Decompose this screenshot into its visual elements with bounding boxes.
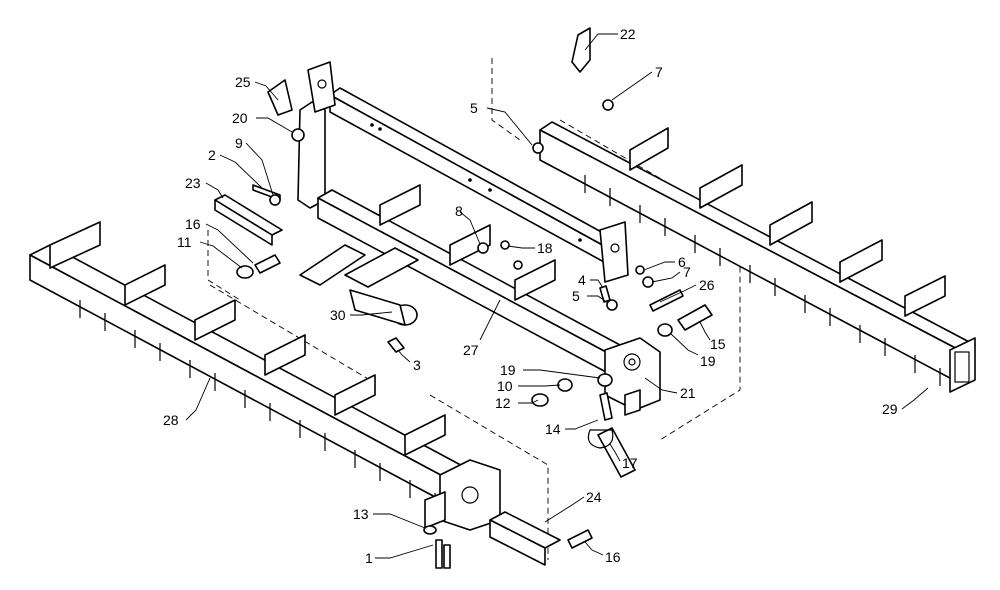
link-plate-23 bbox=[214, 194, 283, 246]
bolt-1a bbox=[435, 539, 443, 569]
nut-6 bbox=[635, 265, 645, 275]
bolt-5-lower bbox=[606, 299, 618, 311]
callout-19-left: 19 bbox=[500, 362, 516, 378]
front-beam-tines bbox=[79, 300, 436, 511]
callout-18: 18 bbox=[537, 240, 553, 256]
pin-17-ring bbox=[587, 429, 614, 449]
callout-11: 11 bbox=[177, 234, 192, 250]
callout-25: 25 bbox=[235, 74, 251, 90]
callout-1: 1 bbox=[365, 550, 373, 566]
callout-7-upper: 7 bbox=[655, 64, 663, 80]
callout-15: 15 bbox=[710, 336, 726, 352]
pins-and-fasteners bbox=[236, 27, 713, 569]
washer-11 bbox=[236, 265, 254, 279]
washer-13 bbox=[423, 525, 437, 535]
callout-20: 20 bbox=[232, 110, 248, 126]
callout-30: 30 bbox=[330, 307, 346, 323]
callout-19-right: 19 bbox=[700, 353, 716, 369]
rear-beam-mounting-plates bbox=[629, 127, 946, 317]
frame-left-arm bbox=[297, 101, 326, 209]
callout-5-lower: 5 bbox=[572, 288, 580, 304]
nut-20 bbox=[291, 128, 305, 142]
pin-16-upper bbox=[254, 254, 281, 274]
washer-12 bbox=[531, 393, 549, 407]
nut-9 bbox=[269, 194, 281, 206]
callout-28: 28 bbox=[163, 412, 179, 428]
bracket-25 bbox=[267, 79, 293, 116]
leader-lines bbox=[185, 33, 929, 559]
callout-2: 2 bbox=[208, 147, 216, 163]
rear-beam-29 bbox=[539, 121, 976, 393]
callout-12: 12 bbox=[495, 395, 511, 411]
bushing-19-right bbox=[657, 323, 673, 337]
callout-23: 23 bbox=[185, 175, 201, 191]
frame-holes bbox=[370, 123, 582, 242]
callouts: 22 7 5 25 20 9 2 23 8 18 16 11 4 6 7 26 … bbox=[163, 26, 898, 566]
nut-7-lower bbox=[642, 276, 654, 288]
front-beam-top bbox=[29, 244, 471, 481]
callout-21: 21 bbox=[680, 385, 696, 401]
bolt-3 bbox=[387, 337, 405, 353]
nut-7-upper bbox=[602, 99, 614, 111]
callout-4: 4 bbox=[578, 272, 586, 288]
callout-6: 6 bbox=[678, 254, 686, 270]
callout-13: 13 bbox=[353, 506, 369, 522]
bushing-10 bbox=[557, 378, 573, 392]
bolt-4 bbox=[599, 285, 611, 303]
bushing-19-left bbox=[597, 373, 613, 387]
bolt-5-upper bbox=[532, 142, 544, 154]
frame-left-lug bbox=[307, 61, 336, 113]
callout-7-lower: 7 bbox=[683, 264, 691, 280]
callout-24: 24 bbox=[586, 489, 602, 505]
pin-15 bbox=[677, 304, 713, 331]
nut-8 bbox=[477, 242, 489, 254]
callout-8: 8 bbox=[455, 203, 463, 219]
main-frame bbox=[297, 61, 629, 373]
bolt-1b bbox=[443, 544, 451, 569]
pivot-bracket-21 bbox=[604, 337, 661, 416]
callout-5-upper: 5 bbox=[470, 100, 478, 116]
callout-14: 14 bbox=[545, 421, 561, 437]
front-beam-28 bbox=[29, 221, 471, 511]
hydraulic-cylinder-30 bbox=[299, 244, 419, 326]
callout-3: 3 bbox=[413, 357, 421, 373]
callout-10: 10 bbox=[497, 378, 513, 394]
callout-29: 29 bbox=[882, 401, 898, 417]
callout-27: 27 bbox=[463, 342, 479, 358]
callout-26: 26 bbox=[699, 277, 715, 293]
frame-center-plates bbox=[379, 184, 556, 301]
callout-17: 17 bbox=[622, 455, 638, 471]
pin-14 bbox=[599, 392, 613, 421]
bracket-22 bbox=[571, 27, 591, 73]
front-beam-side bbox=[29, 254, 451, 506]
rear-beam-end-hollow bbox=[954, 351, 970, 383]
front-beam-mounting-plates bbox=[49, 221, 446, 456]
pin-26 bbox=[649, 289, 684, 312]
pin-16-lower bbox=[567, 529, 593, 549]
callout-16-upper: 16 bbox=[185, 216, 201, 232]
rear-beam-tines bbox=[584, 175, 941, 386]
link-plate-24 bbox=[489, 511, 561, 566]
nut-18 bbox=[500, 240, 510, 250]
nut-18b bbox=[513, 260, 523, 270]
callout-9: 9 bbox=[235, 135, 243, 151]
callout-22: 22 bbox=[620, 26, 636, 42]
callout-16-lower: 16 bbox=[605, 549, 621, 565]
